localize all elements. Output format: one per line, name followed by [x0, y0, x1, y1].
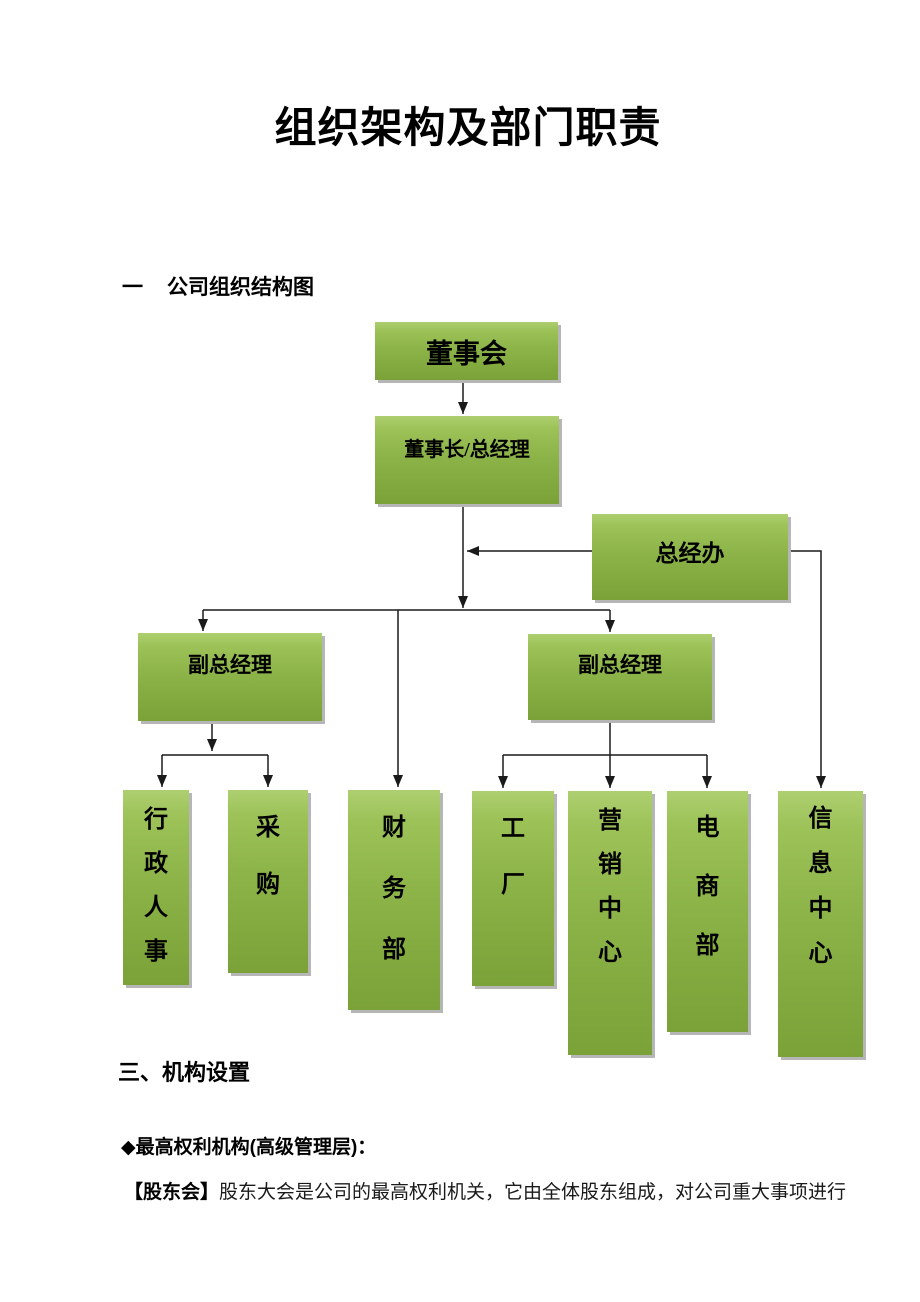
- org-node-label: 副总经理: [578, 653, 662, 677]
- shareholder-paragraph: 【股东会】股东大会是公司的最高权利机关，它由全体股东组成，对公司重大事项进行: [124, 1180, 884, 1206]
- org-node-label: 营销中心: [598, 808, 622, 966]
- org-node-chairman-general-manager: 董事长/总经理: [375, 416, 559, 504]
- org-node-label: 董事会: [426, 338, 507, 369]
- org-node-label: 总经办: [655, 541, 725, 566]
- org-node-marketing-center: 营销中心: [568, 791, 652, 1055]
- org-node-admin-hr: 行政人事: [123, 790, 189, 985]
- section-3-heading: 三、机构设置: [118, 1060, 251, 1085]
- document-title: 组织架构及部门职责: [274, 104, 662, 151]
- org-node-finance-dept: 财务部: [348, 790, 440, 1010]
- section-1-title: 公司组织结构图: [167, 276, 314, 299]
- org-node-deputy-gm-right: 副总经理: [528, 634, 712, 720]
- org-node-label: 副总经理: [188, 653, 272, 677]
- org-node-factory: 工厂: [472, 791, 554, 986]
- org-node-label: 董事长/总经理: [404, 438, 530, 461]
- connector-gmoffice-to-info: [788, 550, 826, 788]
- shareholder-text: 股东大会是公司的最高权利机关，它由全体股东组成，对公司重大事项进行: [219, 1182, 847, 1203]
- org-node-procurement: 采购: [228, 790, 308, 973]
- org-node-label: 工厂: [501, 816, 525, 898]
- org-node-label: 财务部: [382, 815, 406, 963]
- shareholder-term: 【股东会】: [124, 1182, 220, 1203]
- org-node-label: 行政人事: [144, 807, 168, 965]
- org-node-board-of-directors: 董事会: [375, 322, 558, 380]
- org-node-general-manager-office: 总经办: [592, 514, 788, 600]
- org-node-label: 采购: [256, 815, 280, 898]
- org-node-ecommerce-dept: 电商部: [667, 791, 748, 1032]
- bullet-heading: ◆最高权利机构(高级管理层)：: [121, 1137, 377, 1158]
- section-1-number: 一: [122, 276, 143, 299]
- org-node-deputy-gm-left: 副总经理: [138, 633, 322, 721]
- section-1-heading: 一 公司组织结构图: [122, 271, 314, 301]
- org-node-label: 信息中心: [808, 806, 833, 967]
- org-node-information-center: 信息中心: [778, 791, 863, 1057]
- org-node-label: 电商部: [695, 815, 720, 959]
